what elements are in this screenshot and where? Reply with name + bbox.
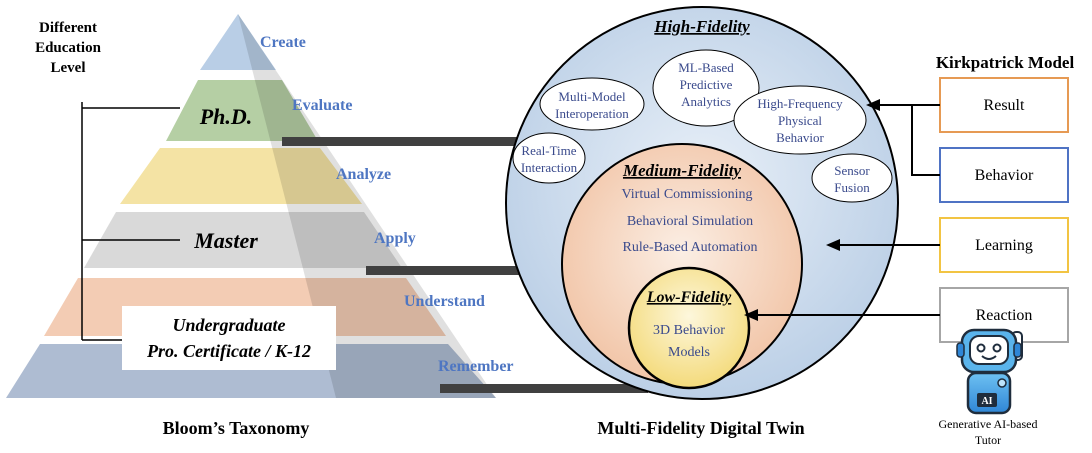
- kirkpatrick-arrows: [754, 104, 940, 316]
- mf-item-virtual-commissioning: Virtual Commissioning: [622, 187, 753, 202]
- bloom-caption: Bloom’s Taxonomy: [163, 418, 310, 438]
- bloom-level-apply: Apply: [374, 230, 416, 247]
- hf-hfpb-line2: Physical: [778, 113, 822, 128]
- hf-item-real-time: [512, 132, 586, 184]
- kirkpatrick-behavior-label: Behavior: [975, 167, 1034, 184]
- bloom-level-apply-band: [84, 212, 402, 268]
- kirkpatrick-learning-box: [939, 217, 1069, 273]
- medium-fidelity-title: Medium-Fidelity: [622, 161, 742, 180]
- undergrad-label-box: [122, 306, 336, 370]
- hf-ml-line3: Analytics: [681, 94, 731, 109]
- education-phd-label: Ph.D.: [199, 104, 253, 129]
- ai-badge: AI: [981, 396, 992, 407]
- tutor-caption-line2: Tutor: [975, 433, 1001, 447]
- kirkpatrick-title: Kirkpatrick Model: [936, 53, 1075, 72]
- kirkpatrick-boxes: [939, 77, 1069, 343]
- bloom-level-create-band: [200, 14, 276, 70]
- lf-item-line2: Models: [668, 345, 710, 360]
- hf-item-sensor-fusion: [811, 153, 893, 203]
- kirkpatrick-reaction-label: Reaction: [976, 307, 1033, 324]
- education-heading-line2: Education: [35, 40, 102, 56]
- bloom-level-analyze: Analyze: [336, 166, 391, 183]
- hf-rt-line1: Real-Time: [521, 143, 576, 158]
- bloom-level-create: Create: [260, 34, 306, 51]
- twin-caption: Multi-Fidelity Digital Twin: [597, 418, 804, 438]
- bloom-level-evaluate-band: [166, 80, 318, 141]
- hf-hfpb-line3: Behavior: [776, 130, 824, 145]
- kirkpatrick-arrowheads: [744, 99, 880, 321]
- tutor-caption-line1: Generative AI-based: [939, 417, 1038, 431]
- low-fidelity-title: Low-Fidelity: [646, 289, 732, 306]
- hf-sf-line1: Sensor: [834, 163, 870, 178]
- education-master-label: Master: [193, 228, 258, 253]
- ai-tutor-robot-icon: [956, 328, 1023, 415]
- kirkpatrick-result-label: Result: [984, 97, 1025, 114]
- hf-ml-line2: Predictive: [680, 77, 733, 92]
- low-fidelity-circle: [627, 266, 751, 390]
- hf-ml-line1: ML-Based: [678, 60, 734, 75]
- mf-item-behavioral-simulation: Behavioral Simulation: [627, 214, 753, 229]
- mf-item-rule-based: Rule-Based Automation: [623, 240, 758, 255]
- hf-mm-line1: Multi-Model: [558, 89, 626, 104]
- kirkpatrick-learning-label: Learning: [975, 237, 1033, 254]
- bloom-level-analyze-band: [120, 148, 362, 204]
- pyramid-twin-connectors: [282, 137, 648, 393]
- bloom-level-evaluate: Evaluate: [292, 97, 352, 114]
- education-bracket: [81, 102, 180, 341]
- education-undergrad-line2: Pro. Certificate / K-12: [146, 341, 311, 361]
- pyramid-shade: [238, 14, 496, 398]
- hf-hfpb-line1: High-Frequency: [757, 96, 843, 111]
- hf-mm-line2: Interoperation: [555, 106, 629, 121]
- high-fidelity-title: High-Fidelity: [653, 17, 750, 36]
- hf-item-high-frequency: [733, 85, 867, 155]
- lf-item-line1: 3D Behavior: [653, 323, 725, 338]
- kirkpatrick-behavior-box: [939, 147, 1069, 203]
- bloom-level-remember: Remember: [438, 358, 514, 375]
- education-undergrad-line1: Undergraduate: [172, 315, 285, 335]
- hf-rt-line2: Interaction: [521, 160, 578, 175]
- bloom-level-understand: Understand: [404, 293, 485, 310]
- education-heading-line3: Level: [51, 60, 86, 76]
- high-fidelity-items: [512, 49, 893, 203]
- education-heading-line1: Different: [39, 20, 97, 36]
- kirkpatrick-result-box: [939, 77, 1069, 133]
- hf-sf-line2: Fusion: [834, 180, 870, 195]
- hf-item-ml-analytics: [652, 49, 760, 127]
- hf-item-multi-model: [539, 77, 645, 131]
